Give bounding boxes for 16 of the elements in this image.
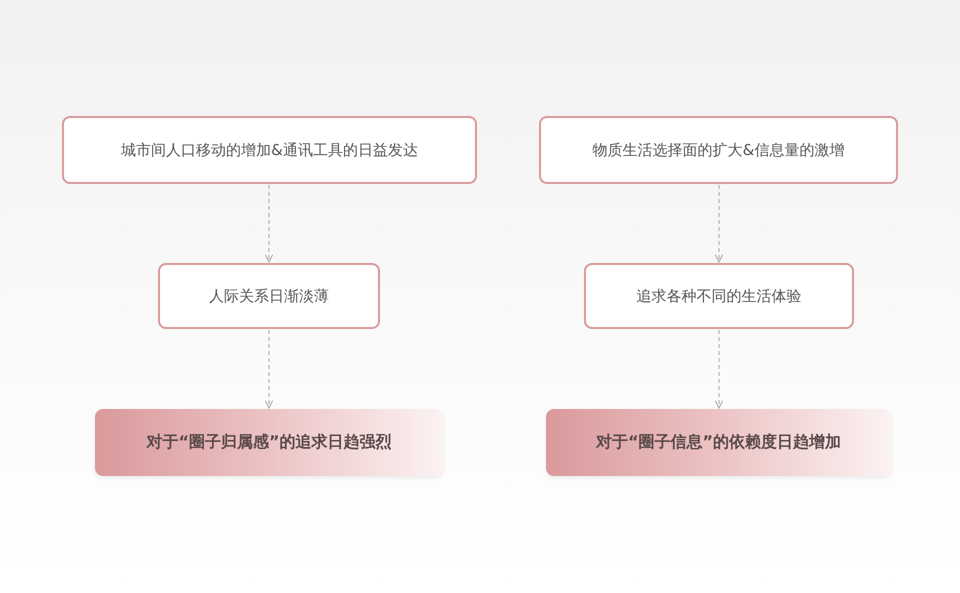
arrow [264,330,274,409]
arrow [264,184,274,263]
node-text: 城市间人口移动的增加&通讯工具的日益发达 [121,140,418,160]
process-box [539,116,898,184]
node-text: 追求各种不同的生活体验 [636,286,802,306]
result-box [95,409,443,476]
node-text: 对于“圈子归属感”的追求日趋强烈 [146,432,392,453]
result-box [546,409,891,476]
arrow [714,184,724,263]
node-text: 人际关系日渐淡薄 [209,286,329,306]
node-text: 对于“圈子信息”的依赖度日趋增加 [596,432,842,453]
process-box [584,263,854,329]
process-box [62,116,477,184]
arrow [714,330,724,409]
node-text: 物质生活选择面的扩大&信息量的激增 [592,140,844,160]
process-box [158,263,380,329]
